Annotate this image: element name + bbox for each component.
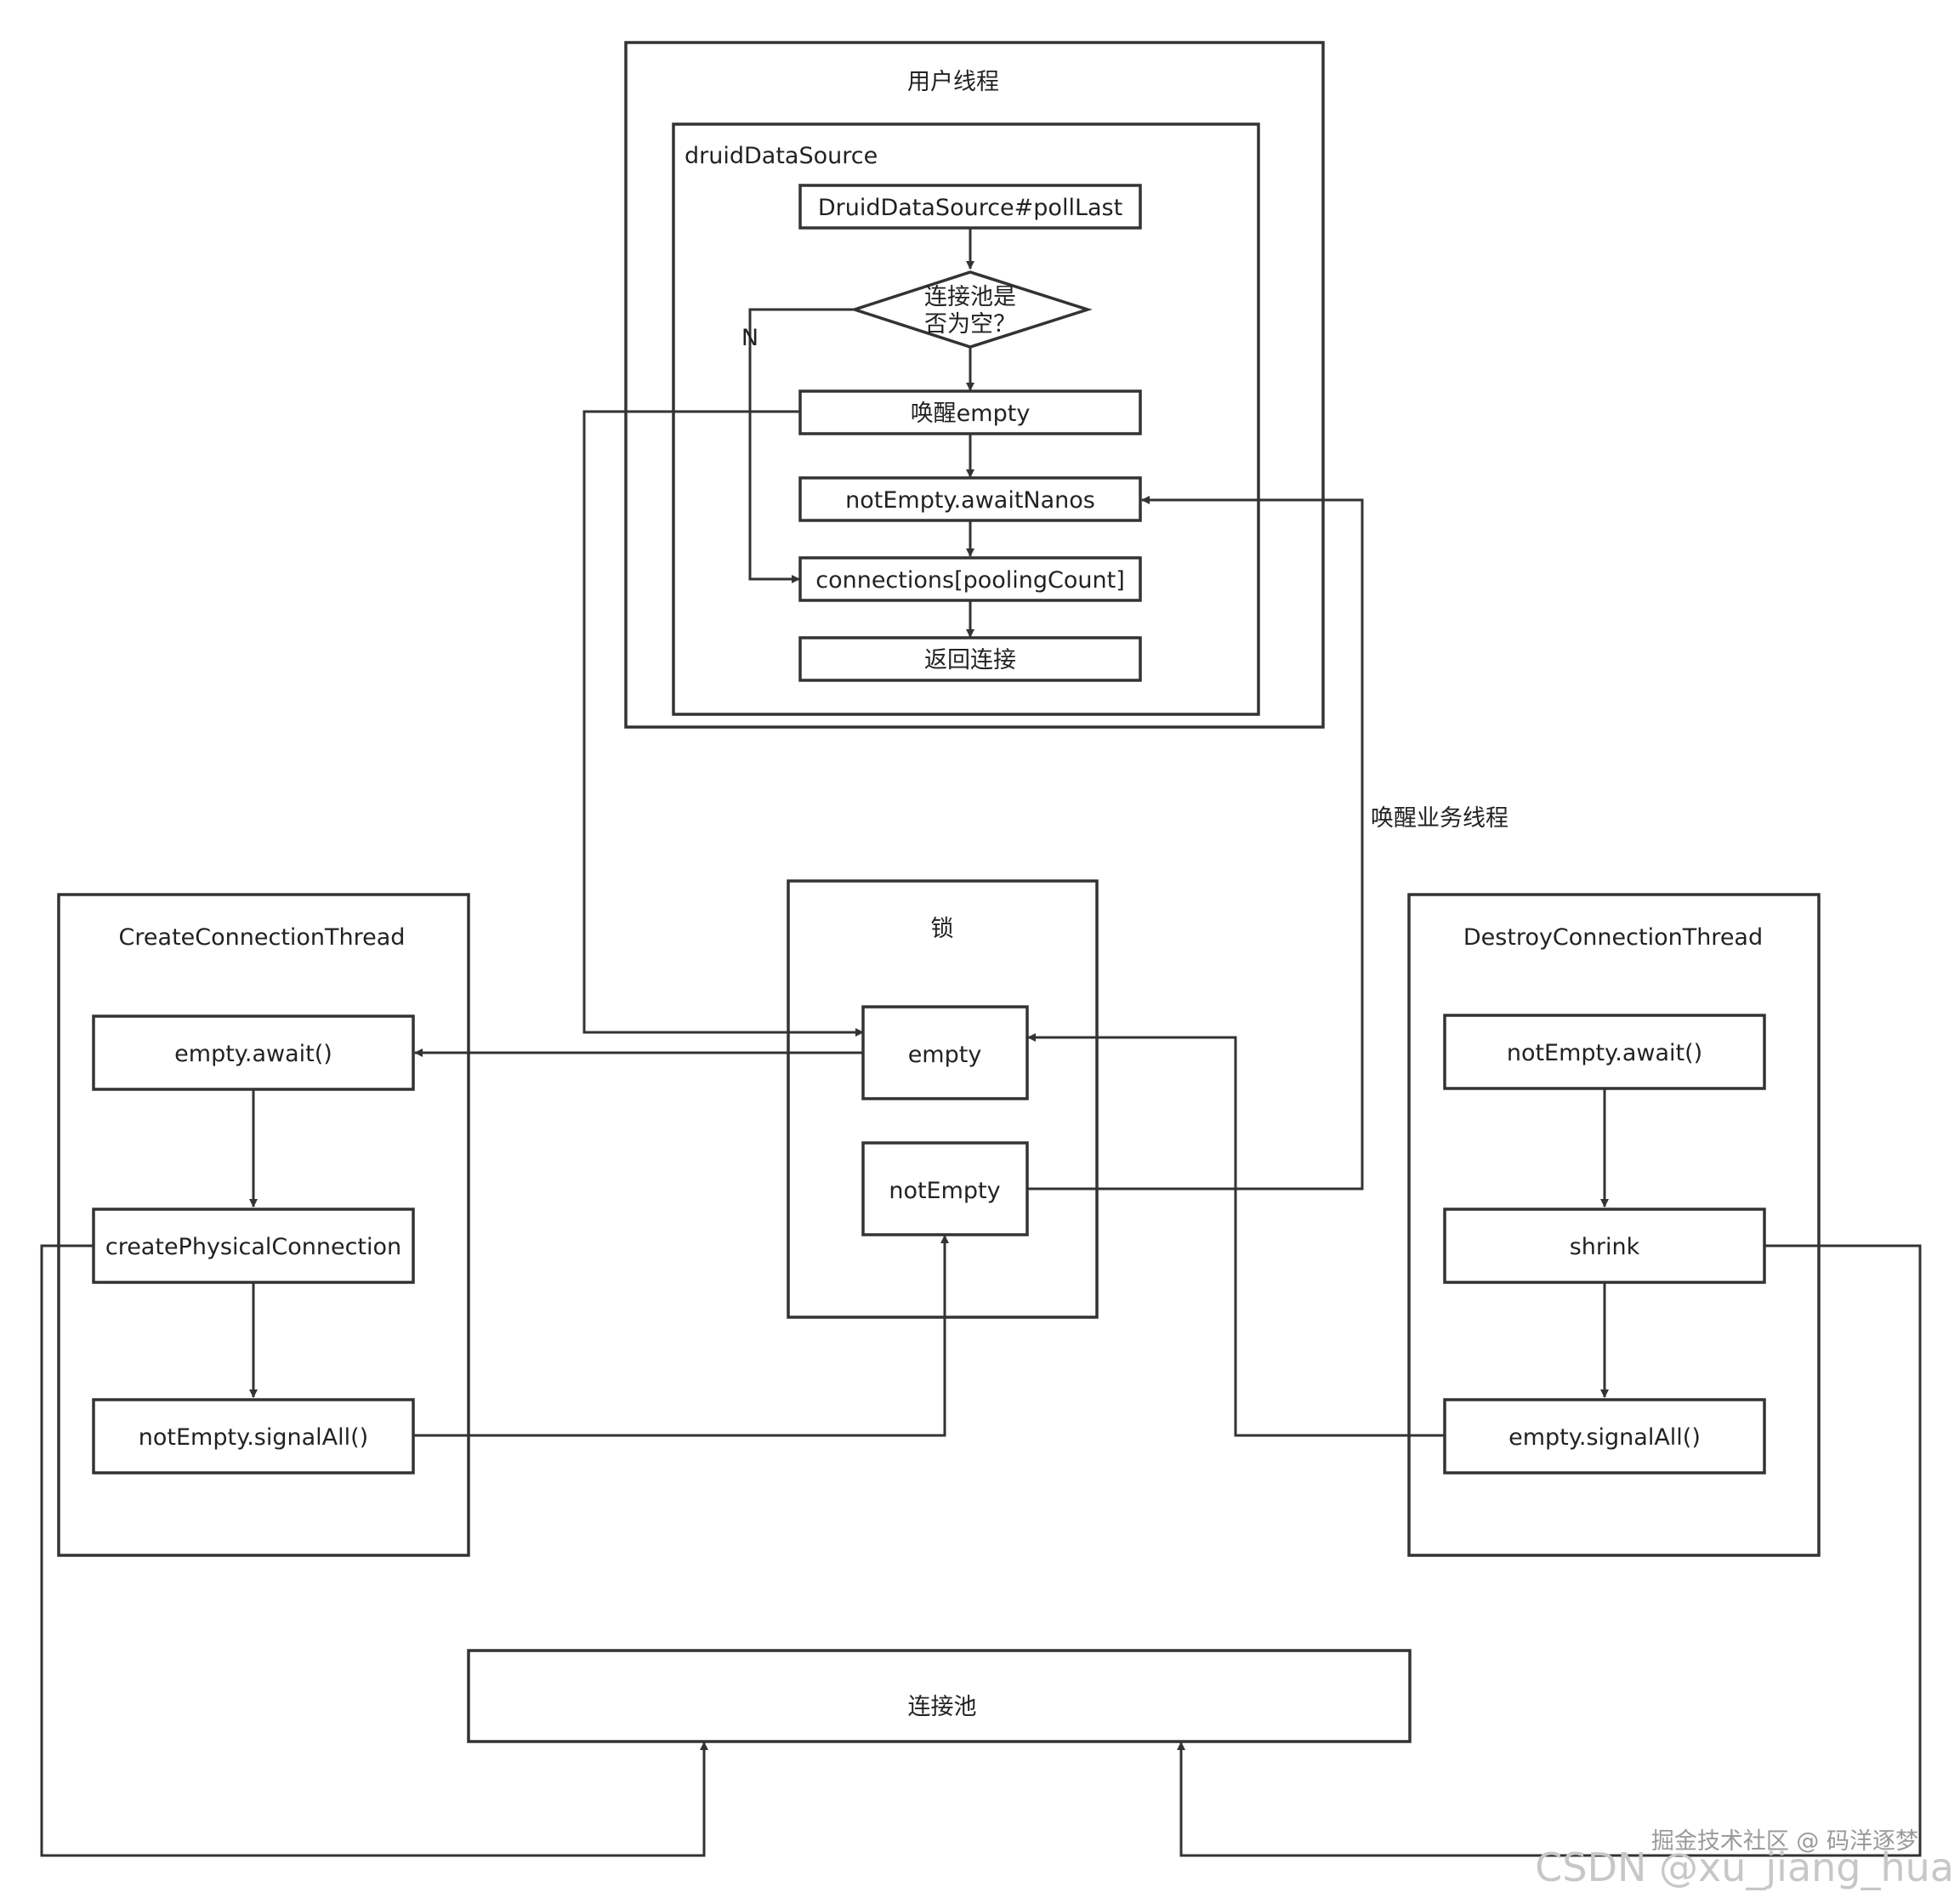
poll-last-node xyxy=(798,184,1142,230)
destroy-connection-thread-title: DestroyConnectionThread xyxy=(1463,924,1763,951)
connections-node xyxy=(798,556,1142,602)
not-empty-signal-all-label: notEmpty.signalAll() xyxy=(139,1424,368,1451)
empty-signal-all-label: empty.signalAll() xyxy=(1508,1424,1701,1451)
not-empty-await-node xyxy=(1443,1014,1766,1090)
druid-datasource-title: druidDataSource xyxy=(685,143,878,169)
lock-empty-label: empty xyxy=(908,1042,982,1068)
juejin-watermark: 掘金技术社区 @ 码洋逐梦 xyxy=(1651,1828,1918,1855)
edge-signal-all-to-lock-not-empty xyxy=(413,1235,949,1437)
shrink-node xyxy=(1443,1208,1766,1284)
return-connection-node xyxy=(798,636,1142,682)
return-connection-label: 返回连接 xyxy=(924,647,1016,673)
shrink-label: shrink xyxy=(1570,1234,1640,1260)
empty-await-node xyxy=(92,1014,415,1091)
druid-datasource-group xyxy=(672,122,1260,716)
lock-not-empty-node xyxy=(861,1141,1029,1236)
connections-label: connections[poolingCount] xyxy=(815,567,1125,594)
csdn-watermark: CSDN @xu_jiang_hua xyxy=(1535,1844,1954,1890)
user-thread-title: 用户线程 xyxy=(907,69,999,95)
decision-label-line1: 连接池是 xyxy=(924,284,1016,310)
edge-decision-no-branch xyxy=(748,308,855,583)
pool-empty-decision xyxy=(849,270,1093,349)
poll-last-label: DruidDataSource#pollLast xyxy=(818,195,1122,221)
await-nanos-node xyxy=(798,476,1142,522)
destroy-connection-thread-group xyxy=(1407,893,1821,1557)
empty-await-label: empty.await() xyxy=(174,1041,332,1067)
create-physical-connection-label: createPhysicalConnection xyxy=(105,1234,401,1260)
edge-wake-empty-to-lock-empty xyxy=(582,410,864,1037)
not-empty-await-label: notEmpty.await() xyxy=(1507,1040,1702,1066)
empty-signal-all-node xyxy=(1443,1398,1766,1475)
lock-title: 锁 xyxy=(931,916,954,942)
connection-pool-label: 连接池 xyxy=(908,1694,977,1720)
not-empty-signal-all-node xyxy=(92,1398,415,1475)
user-thread-group xyxy=(624,41,1325,729)
wake-empty-node xyxy=(798,389,1142,435)
edge-shrink-to-pool xyxy=(1177,1244,1922,1857)
no-branch-label: N xyxy=(741,325,758,351)
edge-create-physical-to-pool xyxy=(40,1244,708,1857)
create-connection-thread-group xyxy=(57,893,470,1557)
decision-label-line2: 否为空？ xyxy=(924,311,1016,338)
create-physical-connection-node xyxy=(92,1208,415,1284)
lock-empty-node xyxy=(861,1005,1029,1100)
edge-empty-signal-all-to-lock-empty xyxy=(1027,1033,1445,1437)
await-nanos-label: notEmpty.awaitNanos xyxy=(845,487,1095,514)
wake-business-thread-label: 唤醒业务线程 xyxy=(1371,805,1508,832)
lock-group xyxy=(787,879,1099,1319)
edge-not-empty-to-await-nanos xyxy=(1028,496,1364,1191)
lock-not-empty-label: notEmpty xyxy=(889,1178,1000,1204)
connection-pool-node xyxy=(467,1649,1412,1743)
wake-empty-label: 唤醒empty xyxy=(911,401,1031,427)
create-connection-thread-title: CreateConnectionThread xyxy=(119,924,406,951)
